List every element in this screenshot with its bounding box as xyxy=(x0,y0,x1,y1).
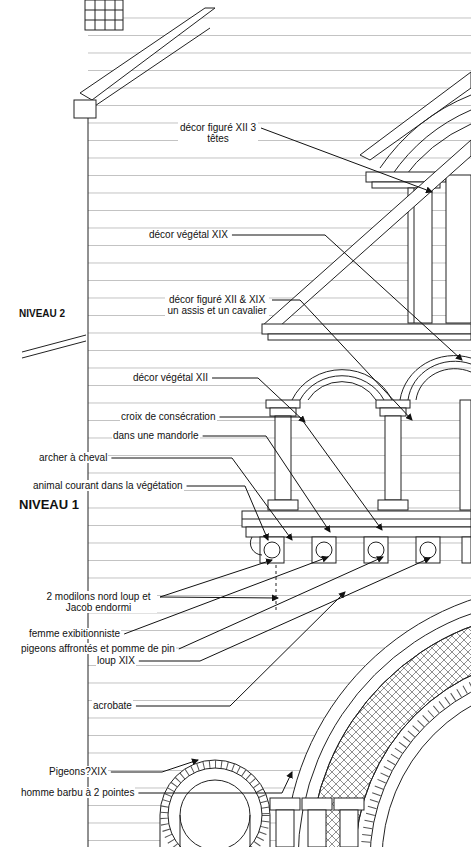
callout-label: décor végétal XII xyxy=(132,372,209,383)
leader-line xyxy=(272,300,412,420)
small-arch xyxy=(160,760,270,847)
leader-line xyxy=(179,557,383,649)
callout-label: croix de consécration xyxy=(120,411,217,422)
callout-label: acrobate xyxy=(92,700,133,711)
level-label: NIVEAU 1 xyxy=(18,497,80,512)
callout-label: décor figuré XII & XIX un assis et un ca… xyxy=(165,294,269,316)
leader-line xyxy=(261,128,432,192)
callout-label: Pigeons?XIX xyxy=(48,766,108,777)
callout-label: 2 modilons nord loup et Jacob endormi xyxy=(40,591,157,613)
callout-label: dans une mandorle xyxy=(112,430,200,441)
callout-label: homme barbu à 2 pointes xyxy=(20,787,135,798)
leader-line xyxy=(203,436,330,532)
callout-label: pigeons affrontés et pomme de pin xyxy=(20,643,176,654)
level-label: NIVEAU 2 xyxy=(18,308,66,320)
portal-columns xyxy=(270,798,364,847)
leader-line xyxy=(111,458,292,540)
callout-label: archer à cheval xyxy=(38,452,108,463)
callout-label: décor figuré XII 3 têtes xyxy=(178,122,258,144)
cornice-modillions xyxy=(242,511,471,612)
leader-line xyxy=(160,560,272,597)
arcade xyxy=(266,356,471,510)
callout-label: animal courant dans la végétation xyxy=(32,480,184,491)
callout-label: loup XIX xyxy=(96,655,136,666)
leader-line xyxy=(187,486,268,540)
callout-label: femme exibitionniste xyxy=(28,628,121,639)
callout-label: décor végétal XIX xyxy=(148,229,229,240)
leader-line xyxy=(139,558,430,661)
leader-line xyxy=(111,760,198,772)
leader-line xyxy=(138,772,292,793)
leader-line xyxy=(212,378,305,422)
